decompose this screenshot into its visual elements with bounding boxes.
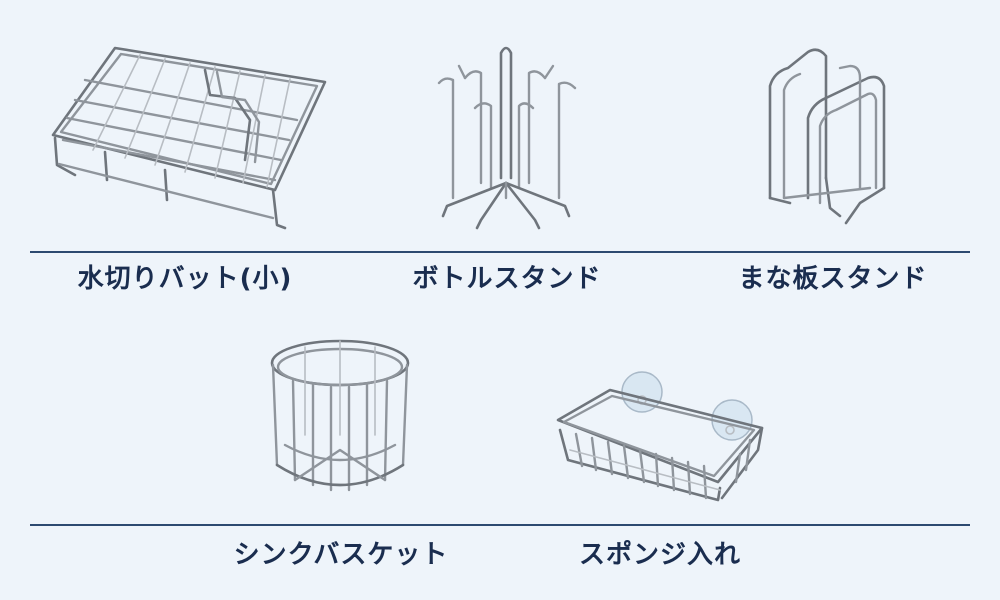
cutting-board-stand-icon: [768, 48, 886, 225]
product-label: ボトルスタンド: [412, 264, 602, 294]
row-divider-top: [30, 251, 970, 253]
product-sponge-holder: [550, 370, 770, 510]
dish-drainer-icon: [51, 46, 327, 230]
row-divider-bottom: [30, 524, 970, 526]
sponge-holder-icon: [556, 371, 764, 502]
product-label: シンクバスケット: [233, 540, 449, 570]
product-label: 水切りバット(小): [77, 264, 293, 294]
product-dish-drainer: [45, 40, 345, 240]
bottle-stand-icon: [437, 46, 577, 230]
sink-basket-icon: [270, 339, 410, 492]
product-cutting-board-stand: [760, 38, 900, 238]
product-sink-basket: [265, 335, 415, 505]
product-label: スポンジ入れ: [578, 540, 742, 570]
product-label: まな板スタンド: [738, 264, 928, 294]
product-bottle-stand: [425, 38, 585, 238]
